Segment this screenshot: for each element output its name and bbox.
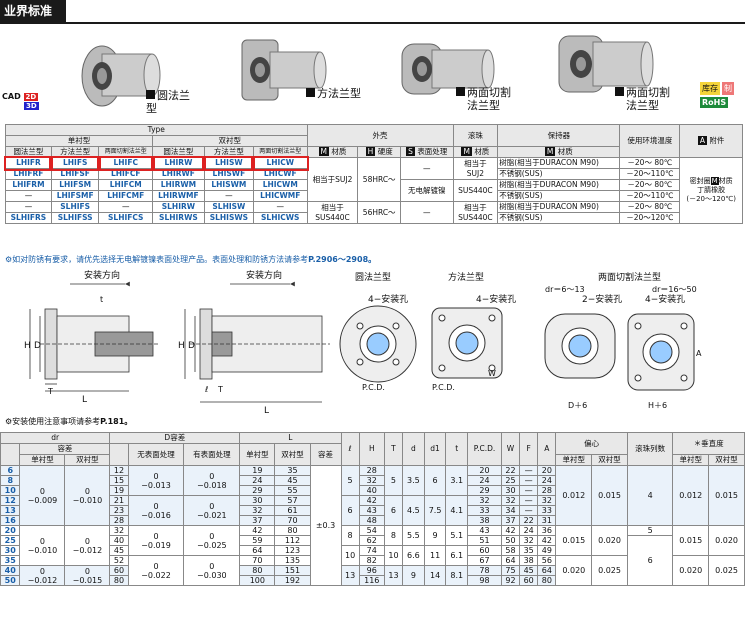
type-code[interactable]: LHIRW bbox=[150, 155, 207, 171]
type-code[interactable]: SLHISW bbox=[203, 201, 254, 213]
svg-text:W: W bbox=[488, 369, 496, 378]
product-caption: 法兰型 bbox=[626, 99, 659, 112]
rohs-badge: RoHS bbox=[700, 97, 729, 108]
surface-note: ⚙如对防锈有要求，请优先选择无电解镀镍表面处理产品。表面处理和防锈方法请参考P.… bbox=[5, 255, 377, 264]
type-code[interactable]: SLHIFS bbox=[50, 201, 100, 213]
type-code[interactable]: LHIFSF bbox=[50, 168, 100, 180]
svg-text:4−安装孔: 4−安装孔 bbox=[645, 293, 685, 305]
type-code[interactable]: LHIRWMF bbox=[152, 190, 205, 202]
svg-text:圆法兰型: 圆法兰型 bbox=[355, 271, 391, 283]
type-code[interactable]: SLHICWS bbox=[252, 212, 308, 224]
type-code[interactable]: LHICW bbox=[251, 155, 310, 171]
round-flange-bearing-icon bbox=[81, 45, 161, 107]
ref-link[interactable]: P.2906～2908。 bbox=[308, 255, 377, 264]
badges: 库存制 RoHS bbox=[700, 82, 734, 110]
svg-text:4−安装孔: 4−安装孔 bbox=[476, 293, 516, 305]
product-caption: 圆法兰型 bbox=[146, 89, 190, 115]
type-code[interactable]: LHISWM bbox=[203, 179, 254, 191]
type-code[interactable]: SLHIRWS bbox=[152, 212, 205, 224]
type-code[interactable]: LHIFSM bbox=[50, 179, 100, 191]
type-code[interactable]: LHIFC bbox=[96, 155, 155, 171]
svg-text:4−安装孔: 4−安装孔 bbox=[368, 293, 408, 305]
svg-text:A: A bbox=[696, 349, 702, 358]
type-code[interactable]: LHIRWM bbox=[152, 179, 205, 191]
type-code[interactable]: LHIRWF bbox=[152, 168, 205, 180]
svg-text:H: H bbox=[178, 341, 185, 351]
stock-badge: 库存 bbox=[700, 82, 720, 95]
svg-text:T: T bbox=[217, 385, 223, 394]
svg-text:D: D bbox=[188, 341, 195, 351]
product-round-flange: 圆法兰型 bbox=[80, 26, 200, 115]
type-code[interactable]: LHICWM bbox=[252, 179, 308, 191]
type-code[interactable]: SLHISWS bbox=[203, 212, 254, 224]
product-caption: 两面切割 bbox=[626, 86, 670, 99]
type-code[interactable]: SLHIRW bbox=[152, 201, 205, 213]
svg-text:L: L bbox=[264, 406, 269, 416]
svg-text:H＋6: H＋6 bbox=[648, 401, 667, 410]
type-code[interactable]: LHIFRM bbox=[5, 179, 52, 191]
product-caption: 法兰型 bbox=[467, 99, 500, 112]
type-code[interactable]: LHIFCM bbox=[98, 179, 154, 191]
svg-text:t: t bbox=[100, 295, 103, 304]
svg-text:ℓ: ℓ bbox=[204, 385, 208, 394]
install-note: ⚙安装使用注意事项请参考P.181。 bbox=[5, 417, 133, 426]
dimension-diagrams: 安装方向 H D L T t 安装方向 H D L ℓ T 圆法兰型 4−安装孔… bbox=[24, 269, 702, 416]
square-flange-bearing-icon bbox=[241, 39, 327, 101]
dir-label-1: 安装方向 bbox=[84, 269, 120, 281]
type-code[interactable]: LHIFCMF bbox=[98, 190, 154, 202]
svg-text:P.C.D.: P.C.D. bbox=[362, 383, 385, 392]
type-code[interactable]: LHISW bbox=[202, 155, 256, 171]
product-square-flange: 方法兰型 bbox=[240, 30, 370, 118]
product-caption: 两面切割 bbox=[467, 86, 511, 99]
product-cut-flange: 两面切割法兰型 bbox=[398, 26, 528, 118]
type-code[interactable]: LHICWMF bbox=[252, 190, 308, 202]
type-code[interactable]: LHIFSMF bbox=[50, 190, 100, 202]
type-code[interactable]: LHIFS bbox=[49, 155, 101, 171]
type-code[interactable]: LHISWF bbox=[203, 168, 254, 180]
ref-link[interactable]: P.181。 bbox=[100, 417, 133, 426]
svg-text:dr＝6～13: dr＝6～13 bbox=[545, 285, 585, 294]
product-cut-flange-2: 两面切割法兰型 bbox=[555, 22, 695, 118]
fab-badge: 制 bbox=[722, 82, 734, 95]
type-code[interactable]: LHIFRF bbox=[5, 168, 52, 180]
divider bbox=[0, 22, 745, 24]
cut-flange-bearing-icon bbox=[401, 43, 495, 95]
type-code[interactable]: SLHIFCS bbox=[98, 212, 154, 224]
svg-text:2−安装孔: 2−安装孔 bbox=[582, 293, 622, 305]
type-code[interactable]: LHIFCF bbox=[98, 168, 154, 180]
svg-text:T: T bbox=[47, 387, 53, 396]
type-code[interactable]: SLHIFRS bbox=[5, 212, 52, 224]
svg-text:D: D bbox=[34, 341, 41, 351]
svg-text:D＋6: D＋6 bbox=[568, 401, 587, 410]
svg-text:方法兰型: 方法兰型 bbox=[448, 271, 484, 283]
product-caption: 方法兰型 bbox=[317, 87, 361, 100]
cut-flange-bearing-icon bbox=[558, 35, 654, 93]
spec-table: Type 外壳 滚珠 保持器 使用环境温度 A 附件 单衬型 双衬型 圆法兰型 … bbox=[3, 124, 743, 224]
svg-text:L: L bbox=[82, 395, 87, 405]
dir-label-2: 安装方向 bbox=[246, 269, 282, 281]
section-title: 业界标准 bbox=[0, 0, 66, 22]
type-code[interactable]: LHIFR bbox=[3, 155, 54, 171]
svg-text:H: H bbox=[24, 341, 31, 351]
svg-text:dr＝16～50: dr＝16～50 bbox=[652, 285, 697, 294]
dimension-table: dr D容差 L ℓ H T d d1 t P.C.D. W F A 偏心 滚珠… bbox=[0, 432, 745, 586]
type-code[interactable]: SLHIFSS bbox=[50, 212, 100, 224]
svg-text:两面切割法兰型: 两面切割法兰型 bbox=[598, 271, 661, 283]
svg-text:P.C.D.: P.C.D. bbox=[432, 383, 455, 392]
type-code[interactable]: LHICWF bbox=[252, 168, 308, 180]
